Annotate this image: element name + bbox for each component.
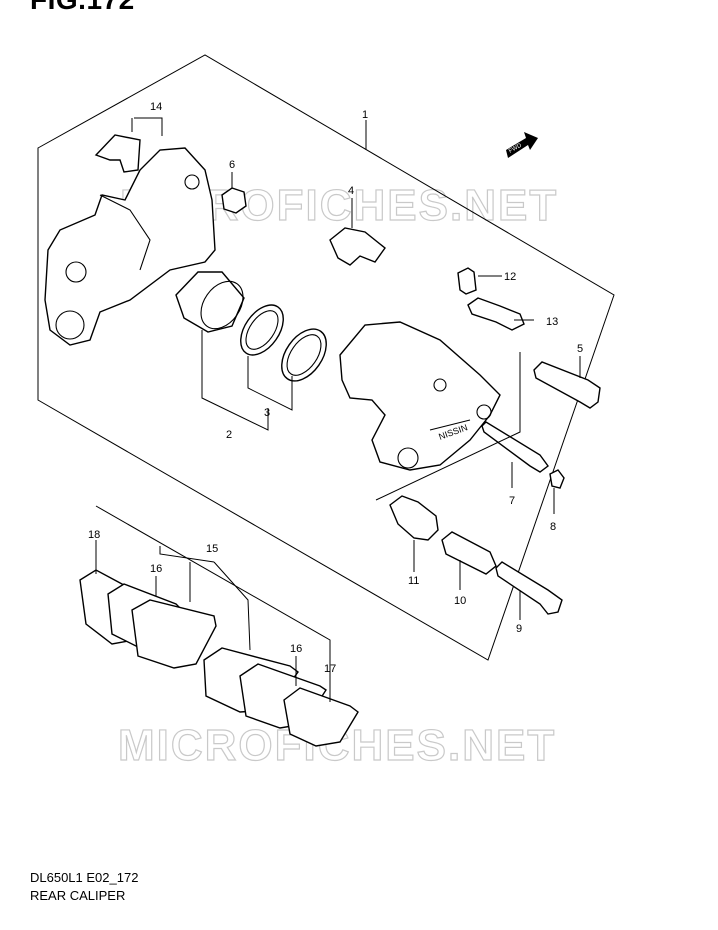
piston-seal: [240, 304, 284, 356]
pad-spring-clip: [329, 227, 386, 266]
callout-8: 8: [550, 521, 556, 533]
callout-3: 3: [264, 407, 270, 419]
figure-code: DL650L1 E02_172: [30, 870, 139, 885]
dust-seal: [281, 328, 327, 382]
slide-bolt: [495, 561, 563, 615]
figure-title: FIG.172: [30, 0, 135, 16]
callout-4: 4: [348, 185, 354, 197]
callout-5: 5: [577, 343, 583, 355]
piston: [175, 271, 245, 333]
bleeder-cap: [221, 187, 247, 214]
figure-caption: REAR CALIPER: [30, 888, 126, 903]
callout-11: 11: [408, 575, 419, 587]
callout-15: 15: [206, 543, 218, 555]
caliper-bolt: [533, 361, 601, 409]
callout-17: 17: [324, 663, 336, 675]
callout-14: 14: [150, 101, 162, 113]
callout-9: 9: [516, 623, 522, 635]
slide-boot: [389, 495, 439, 541]
callout-10: 10: [454, 595, 466, 607]
fwd-arrow-icon: FWD: [506, 132, 538, 158]
caliper-body: NISSIN: [339, 321, 501, 471]
hose-plate: [467, 297, 525, 331]
pad-spring: [94, 134, 141, 173]
callout-13: 13: [546, 316, 558, 328]
callout-18: 18: [88, 529, 100, 541]
callout-16a: 16: [150, 563, 162, 575]
slide-sleeve: [441, 531, 497, 575]
pad-insulator: [283, 687, 359, 747]
callout-2: 2: [226, 429, 232, 441]
callouts: 1 2 3 4 5 6 7 8 9 10 11 12 13 14 15 16 1…: [88, 101, 583, 675]
bleeder-valve: [457, 267, 477, 295]
callout-6: 6: [229, 159, 235, 171]
callout-16b: 16: [290, 643, 302, 655]
callout-7: 7: [509, 495, 515, 507]
pad-pin: [481, 421, 549, 473]
brake-pad-backing: [131, 599, 217, 669]
caliper-bracket: [44, 147, 216, 346]
callout-1: 1: [362, 109, 368, 121]
callout-12: 12: [504, 271, 516, 283]
leader-lines: [95, 117, 581, 702]
pin-plug: [549, 469, 565, 489]
